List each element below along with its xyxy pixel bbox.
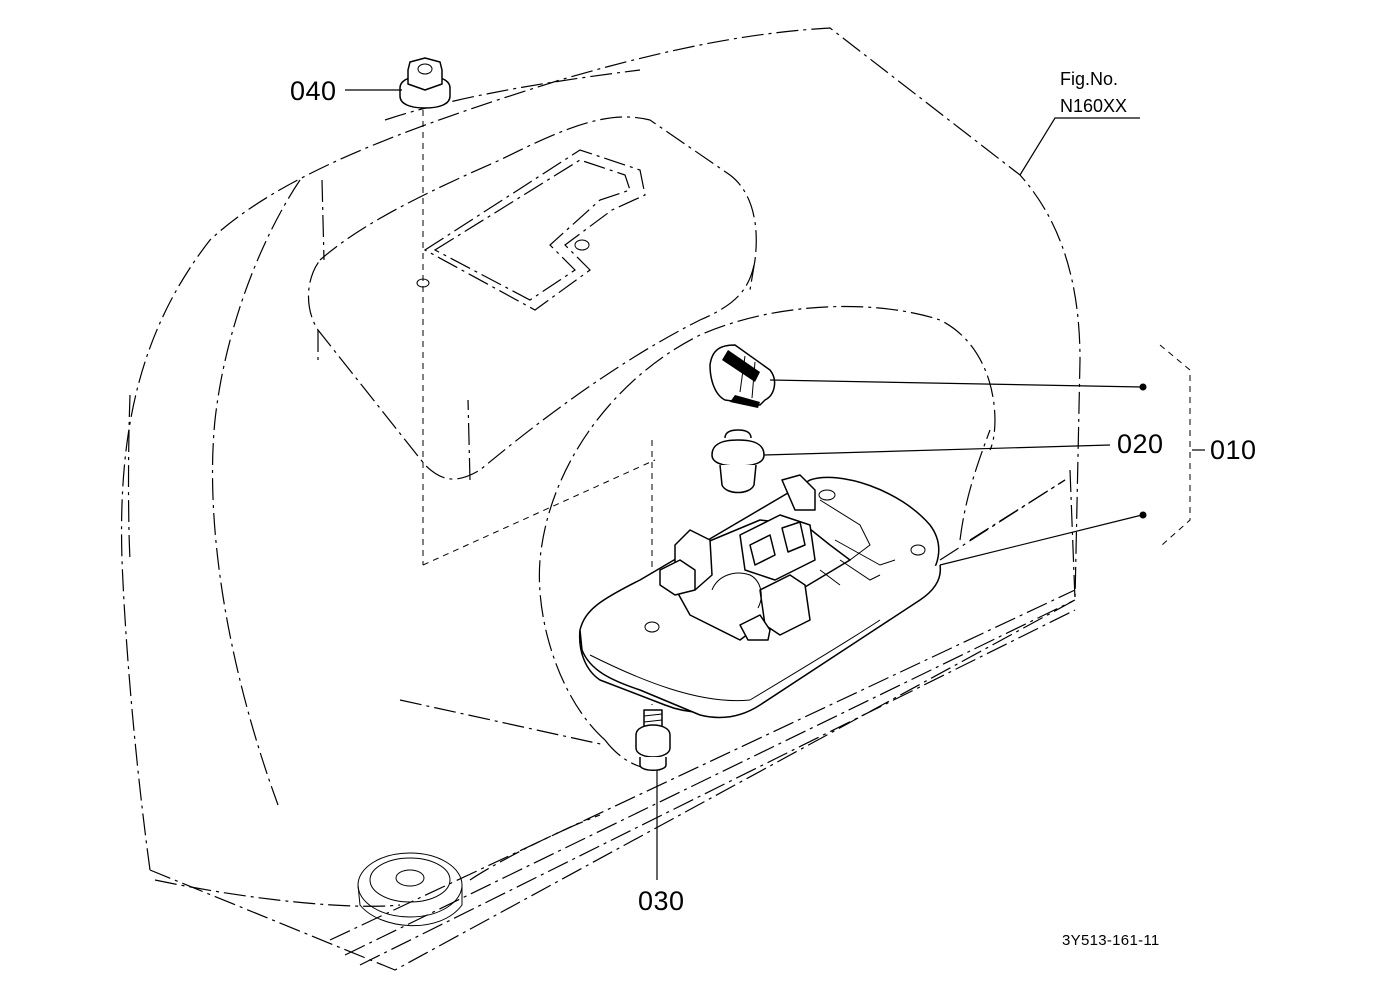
grommet-phantom	[357, 852, 463, 927]
bulb-part	[711, 429, 765, 494]
screw-part	[635, 709, 671, 771]
reference-code: 3Y513-161-11	[1062, 932, 1160, 949]
callout-leaders	[345, 89, 1205, 880]
nut-part	[399, 57, 451, 109]
console-cover-phantom	[307, 116, 757, 481]
callout-010: 010	[1210, 435, 1257, 465]
bulb-socket-part	[709, 344, 776, 408]
callout-030: 030	[638, 886, 685, 916]
callout-020: 020	[1117, 429, 1164, 459]
lamp-housing	[578, 474, 942, 719]
callout-040: 040	[290, 76, 337, 106]
figure-number: N160XX	[1060, 96, 1128, 116]
housing-phantom-outline	[120, 27, 1081, 971]
figure-label: Fig.No.	[1060, 69, 1119, 89]
